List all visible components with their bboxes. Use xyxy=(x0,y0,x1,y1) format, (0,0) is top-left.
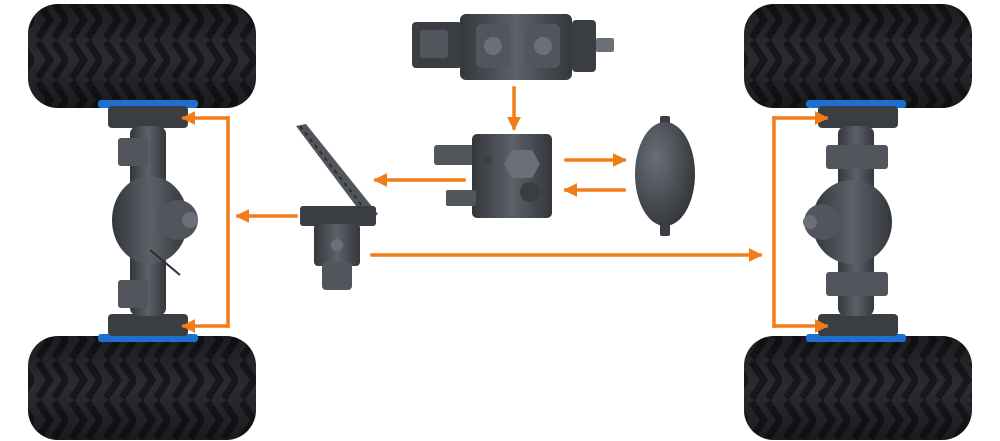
rear-axle xyxy=(803,106,898,336)
accumulator xyxy=(635,116,695,236)
priority-valve-block xyxy=(434,134,552,218)
tire-top-left xyxy=(28,4,256,108)
rear-axle-assembly xyxy=(744,4,972,440)
front-axle xyxy=(108,106,198,336)
hydraulic-pump xyxy=(412,14,614,80)
flow-arrows xyxy=(181,86,829,333)
tire-bottom-left xyxy=(28,334,256,440)
tire-bottom-right xyxy=(744,334,972,440)
tire-top-right xyxy=(744,4,972,108)
brake-pedal-valve xyxy=(296,124,378,290)
front-axle-assembly xyxy=(28,4,256,440)
